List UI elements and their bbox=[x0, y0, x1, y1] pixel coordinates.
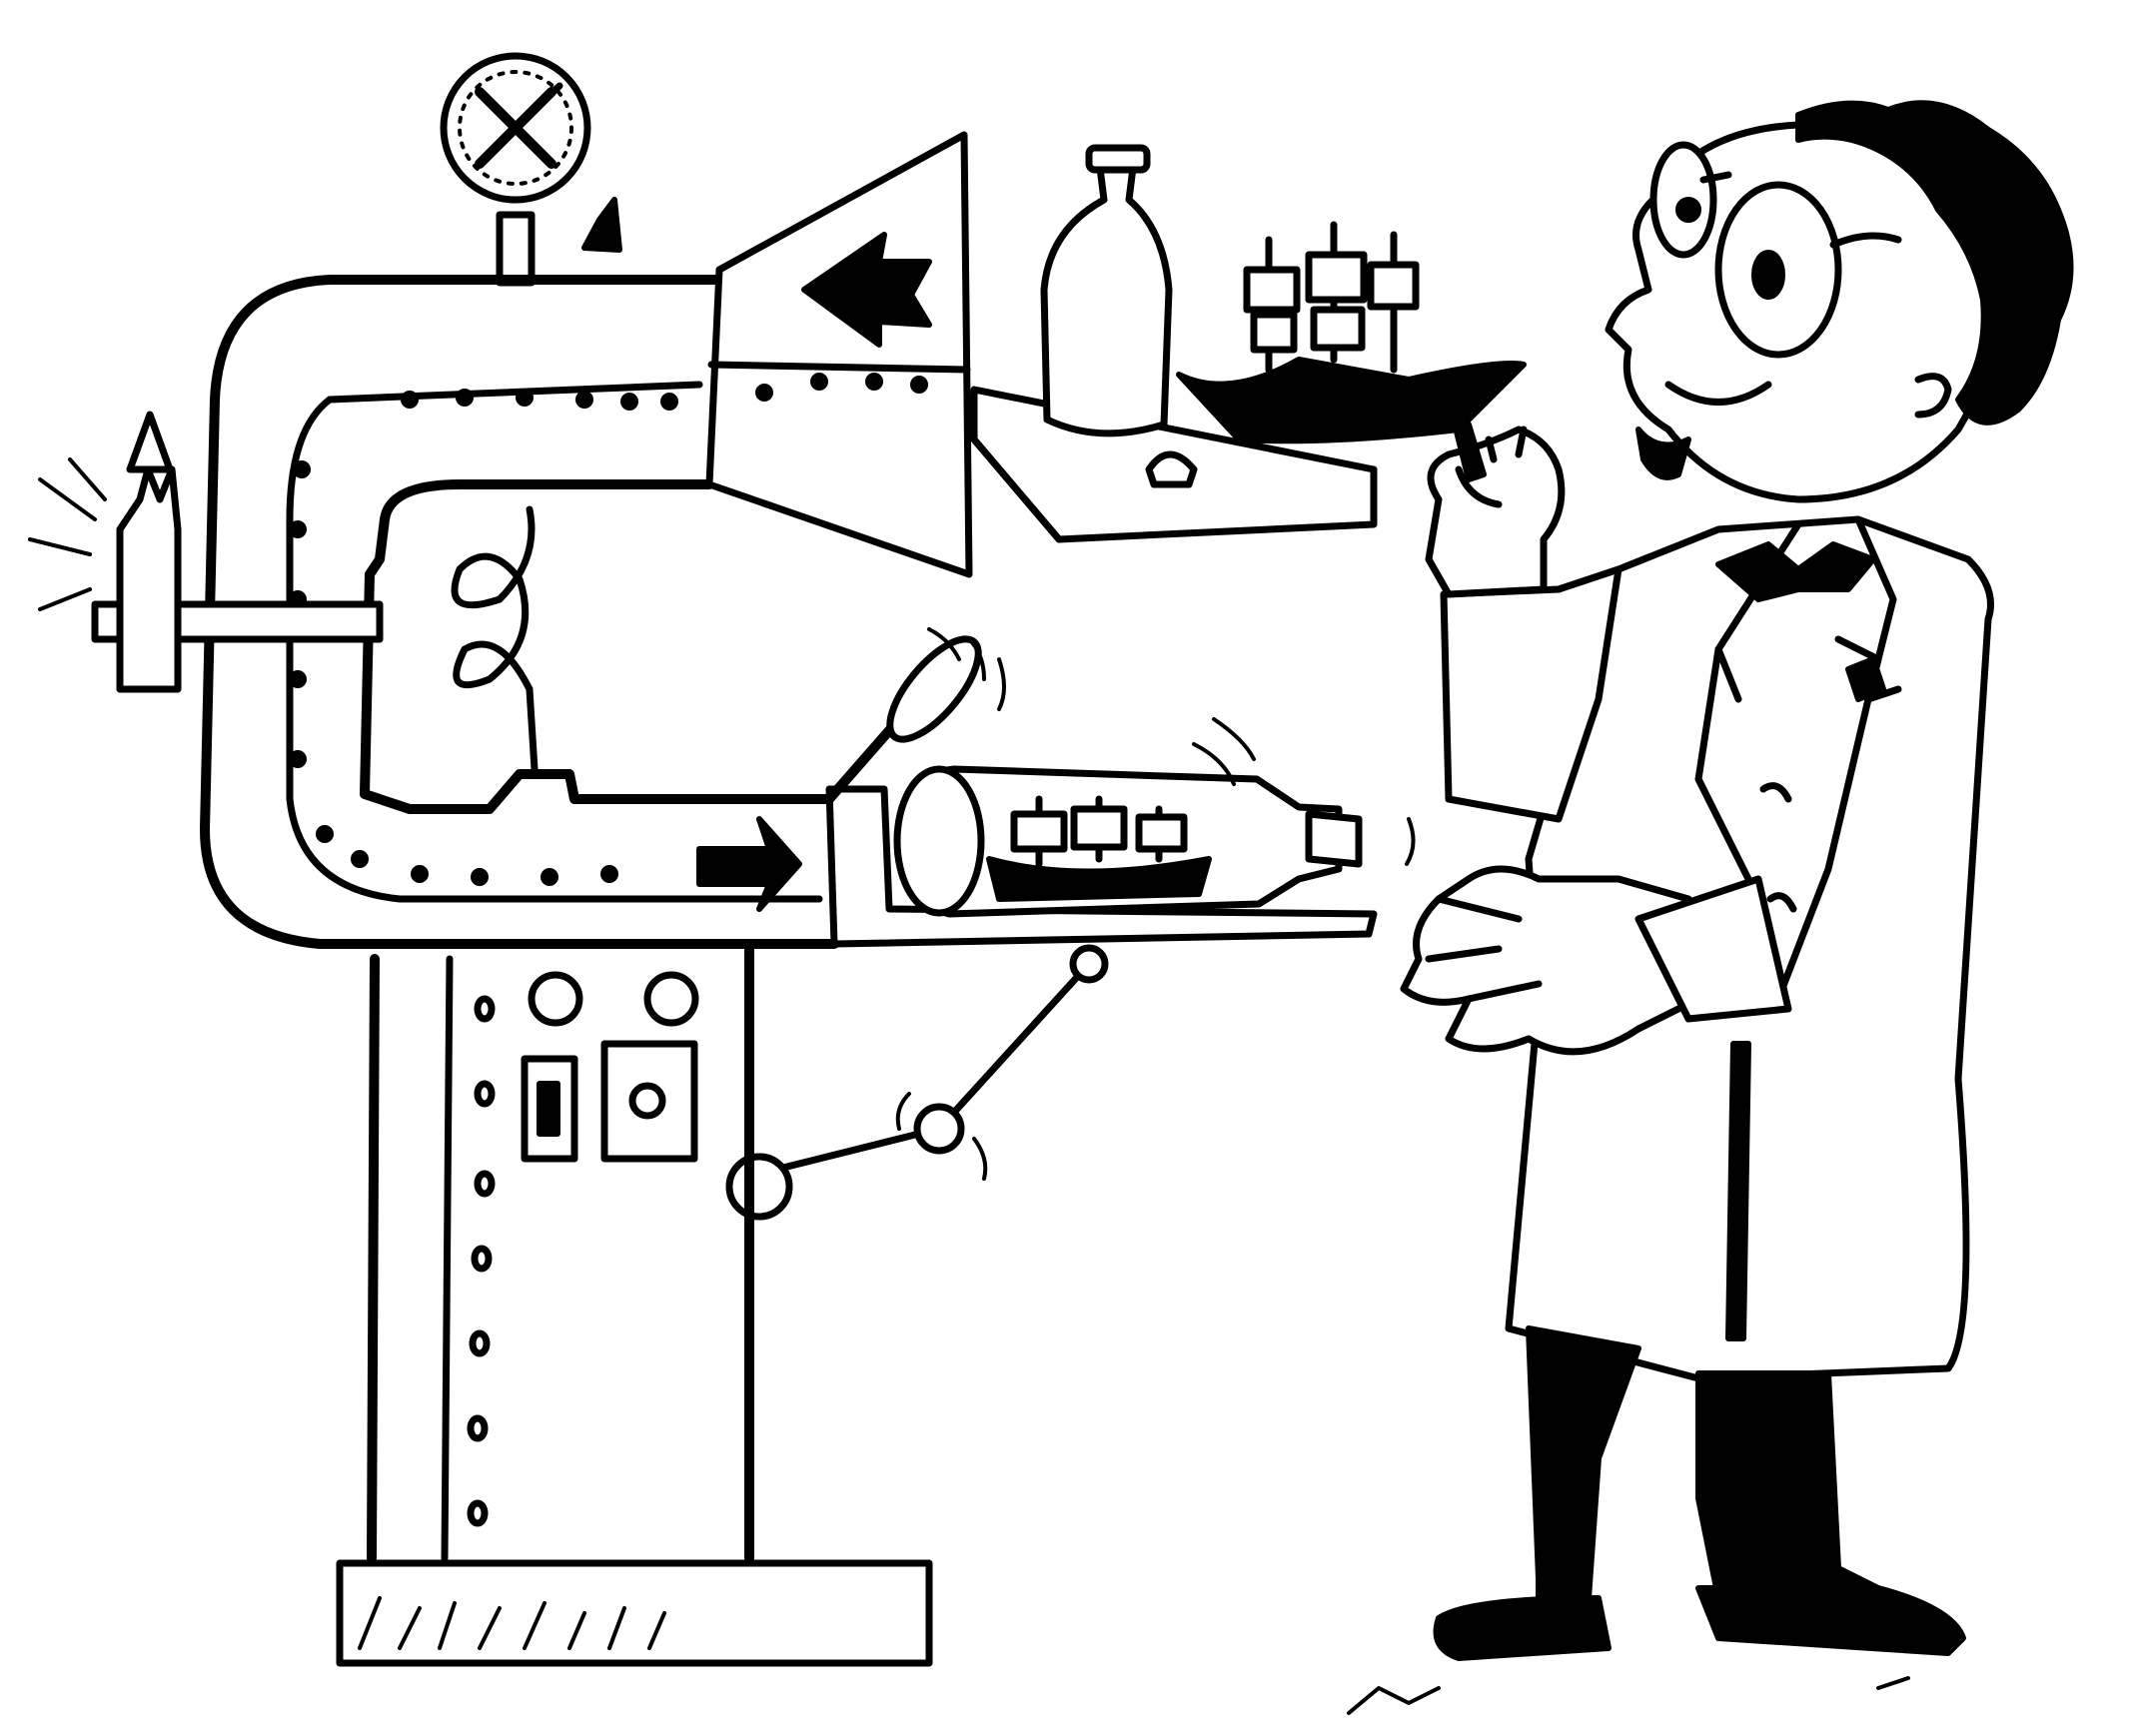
funnel bbox=[705, 131, 973, 578]
output-tray bbox=[696, 717, 1416, 948]
inventor-legs bbox=[1347, 1325, 1966, 1715]
side-lever bbox=[28, 411, 384, 693]
empty-bottle bbox=[1040, 144, 1173, 437]
inventor bbox=[1347, 100, 2074, 1715]
ship-on-shelf bbox=[1176, 221, 1527, 444]
ship-in-bottle bbox=[893, 765, 1363, 918]
rivets bbox=[289, 389, 678, 886]
inventor-head bbox=[1605, 100, 2074, 503]
machine bbox=[28, 52, 1527, 1667]
scraper-arm bbox=[824, 627, 1006, 804]
inventor-raised-arm bbox=[1425, 417, 1622, 823]
inventor-open-hand bbox=[1400, 865, 1792, 1056]
pedestal bbox=[336, 939, 933, 1667]
crank bbox=[725, 944, 1109, 1221]
coiled-tube bbox=[451, 505, 539, 773]
pressure-gauge bbox=[440, 52, 622, 287]
pedestal-rivets bbox=[467, 995, 496, 1527]
top-shelf bbox=[970, 144, 1527, 543]
